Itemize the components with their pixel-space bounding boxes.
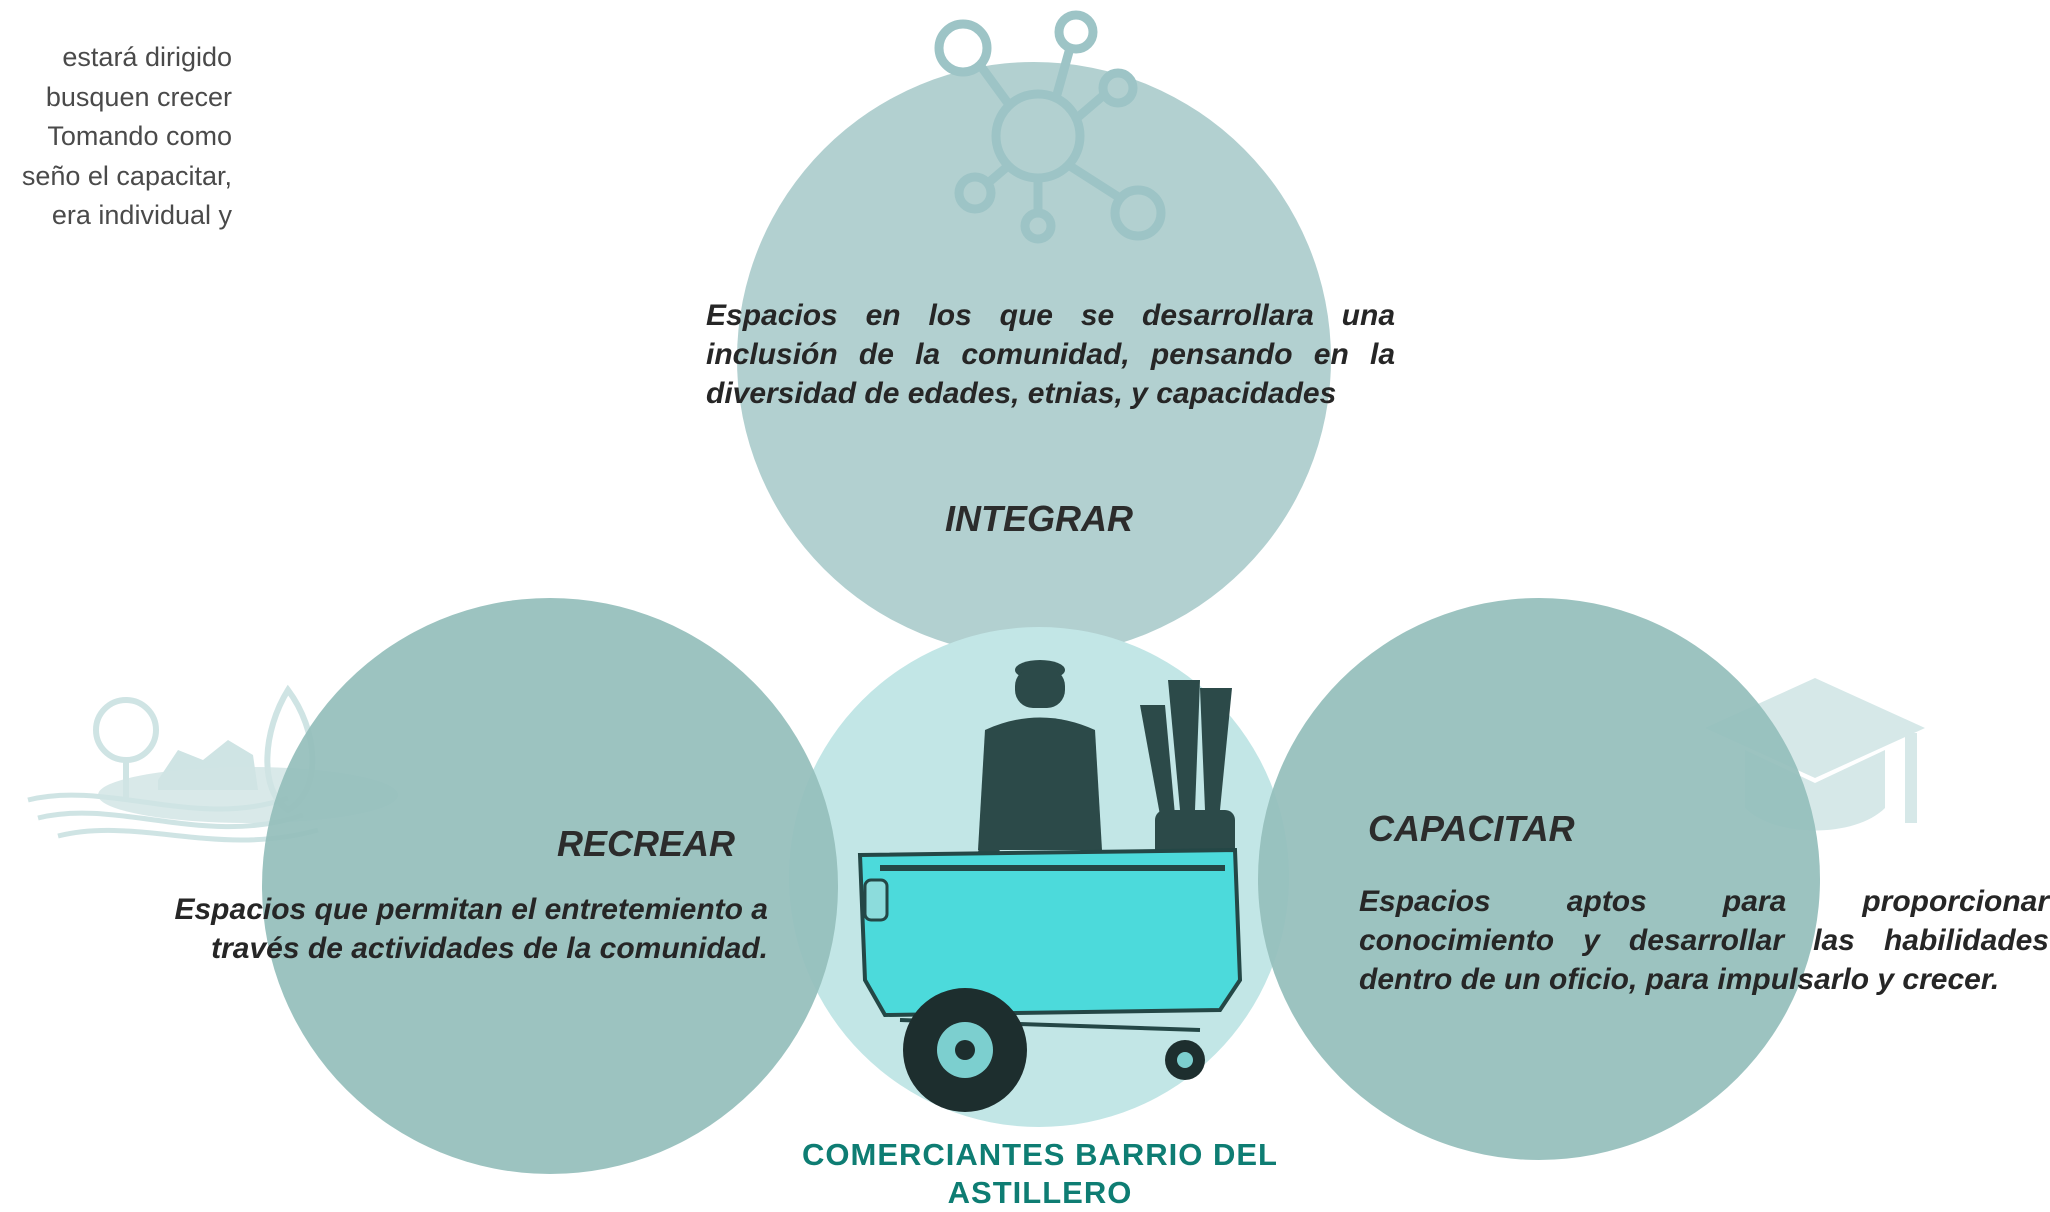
integrar-title: INTEGRAR bbox=[945, 498, 1133, 539]
recrear-circle bbox=[262, 598, 838, 1174]
capacitar-description: Espacios aptos para proporcionar conocim… bbox=[1359, 885, 2049, 996]
recrear-description: Espacios que permitan el entretemiento a… bbox=[174, 893, 768, 965]
network-icon bbox=[934, 10, 1166, 244]
recrear-title: RECREAR bbox=[557, 823, 736, 864]
intro-line: Tomando como bbox=[47, 121, 232, 151]
intro-line: era individual y bbox=[51, 200, 232, 230]
capacitar-circle bbox=[1258, 598, 1820, 1160]
capacitar-title: CAPACITAR bbox=[1368, 808, 1575, 849]
center-caption: COMERCIANTES BARRIO DEL ASTILLERO bbox=[802, 1137, 1278, 1210]
intro-line: estará dirigido bbox=[62, 42, 232, 72]
integrar-description: Espacios en los que se desarrollara una … bbox=[706, 299, 1395, 410]
intro-paragraph: estará dirigido busquen crecer Tomando c… bbox=[0, 38, 232, 236]
street-vendor-cart-photo bbox=[857, 660, 1243, 1112]
intro-line: busquen crecer bbox=[45, 81, 232, 112]
intro-line: seño el capacitar, bbox=[21, 160, 232, 191]
integrar-circle bbox=[737, 62, 1331, 656]
